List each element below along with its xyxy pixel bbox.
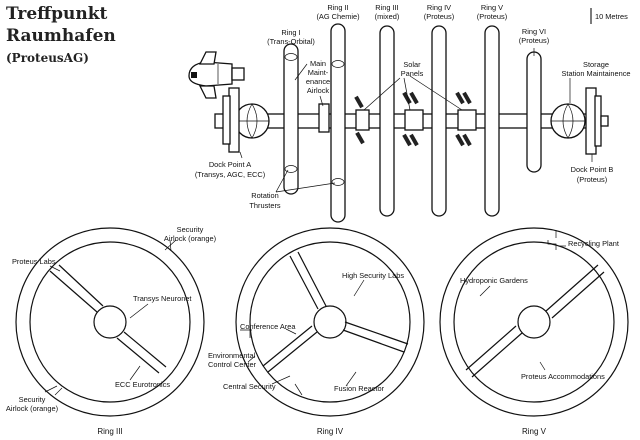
- title-line-2: Raumhafen: [6, 26, 116, 46]
- r4-conference: Conference Area: [240, 322, 296, 331]
- storage-label-1: Storage: [583, 60, 609, 69]
- ring-5-label: Ring V: [481, 3, 503, 12]
- dock-b-nose: [600, 115, 609, 127]
- storage-label-2: Station Maintainence: [561, 69, 630, 78]
- r3-ecc: ECC Eurotronics: [115, 380, 170, 389]
- ring-2-label: Ring II: [327, 3, 348, 12]
- dock-b-label-1: Dock Point B: [571, 165, 614, 174]
- ring-6-label: Ring VI: [522, 27, 546, 36]
- r4-caption: Ring IV: [317, 427, 344, 436]
- dock-a-label-2: (Transys, AGC, ECC): [195, 170, 265, 179]
- ring-5-body: [484, 25, 500, 217]
- ring-3-cross-section: Security Airlock (orange) Proteus Labs T…: [6, 225, 216, 436]
- airlock-label-4: Airlock: [307, 86, 329, 95]
- ring-6-sublabel: (Proteus): [519, 36, 549, 45]
- r4-environmental-1: Environmental: [208, 351, 256, 360]
- ring-3-label: Ring III: [375, 3, 398, 12]
- station-side-view: Ring I (Trans-Orbital) Ring II (AG Chemi…: [188, 3, 631, 223]
- thruster-ring1-top: [284, 53, 298, 61]
- solar-panels: [354, 91, 472, 147]
- airlock-label-2: Maint-: [308, 68, 329, 77]
- thruster-ring1-bottom: [284, 165, 298, 173]
- r4-environmental-2: Control Center: [208, 360, 257, 369]
- r5-caption: Ring V: [522, 427, 547, 436]
- scale-label: 10 Metres: [595, 12, 628, 21]
- r3-proteus-labs: Proteus Labs: [12, 257, 56, 266]
- solar-mount-1: [355, 109, 370, 131]
- ring-1-label: Ring I: [281, 28, 300, 37]
- thruster-ring2-top: [331, 60, 345, 68]
- solar-mount-2: [404, 109, 424, 131]
- ring-2-sublabel: (AG Chemie): [316, 12, 359, 21]
- solar-label-1: Solar: [403, 60, 421, 69]
- ring-1-body: [283, 43, 299, 195]
- ring-4-cross-section: High Security Labs Conference Area Envir…: [208, 227, 425, 436]
- ring-4-label: Ring IV: [427, 3, 451, 12]
- thrusters-label-2: Thrusters: [249, 201, 281, 210]
- dock-a-hull-inner: [222, 95, 231, 145]
- r3-transys: Transys Neuronet: [133, 294, 191, 303]
- scale-bar: 10 Metres: [590, 8, 628, 24]
- solar-mount-3: [457, 109, 477, 131]
- airlock-label-3: enance: [306, 77, 330, 86]
- dock-a-label-1: Dock Point A: [209, 160, 251, 169]
- r4-central-security: Central Security: [223, 382, 276, 391]
- thrusters-label-1: Rotation: [251, 191, 279, 200]
- r3-airlock-top-2: Airlock (orange): [164, 234, 216, 243]
- dock-b-hull-outer: [594, 95, 602, 147]
- shuttle-icon: [188, 51, 245, 99]
- solar-label-2: Panels: [401, 69, 424, 78]
- r3-airlock-bottom-1: Security: [19, 395, 46, 404]
- r5-hydroponic: Hydroponic Gardens: [460, 276, 528, 285]
- ring-4-sublabel: (Proteus): [424, 12, 454, 21]
- r4-fusion: Fusion Reactor: [334, 384, 385, 393]
- ring-6-body: [526, 51, 542, 173]
- r3-airlock-top-1: Security: [177, 225, 204, 234]
- r3-airlock-bottom-2: Airlock (orange): [6, 404, 58, 413]
- ring-3-sublabel: (mixed): [375, 12, 400, 21]
- ring-4-body: [431, 25, 447, 217]
- ring-3-body: [379, 25, 395, 217]
- main-maintenance-airlock: [318, 103, 330, 133]
- r5-recycling: Recycling Plant: [568, 239, 619, 248]
- dock-b-label-2: (Proteus): [577, 175, 607, 184]
- r5-accommodations: Proteus Accommodations: [521, 372, 605, 381]
- title-line-1: Treffpunkt: [6, 4, 108, 24]
- ring-5-sublabel: (Proteus): [477, 12, 507, 21]
- r4-high-security: High Security Labs: [342, 271, 404, 280]
- airlock-label-1: Main: [310, 59, 326, 68]
- ring-2-body: [330, 23, 346, 223]
- ring-1-sublabel: (Trans-Orbital): [267, 37, 315, 46]
- thruster-ring2-bottom: [331, 178, 345, 186]
- title-line-3: (ProteusAG): [6, 51, 89, 65]
- r3-caption: Ring III: [97, 427, 122, 436]
- ring-5-cross-section: Recycling Plant Hydroponic Gardens Prote…: [439, 227, 629, 436]
